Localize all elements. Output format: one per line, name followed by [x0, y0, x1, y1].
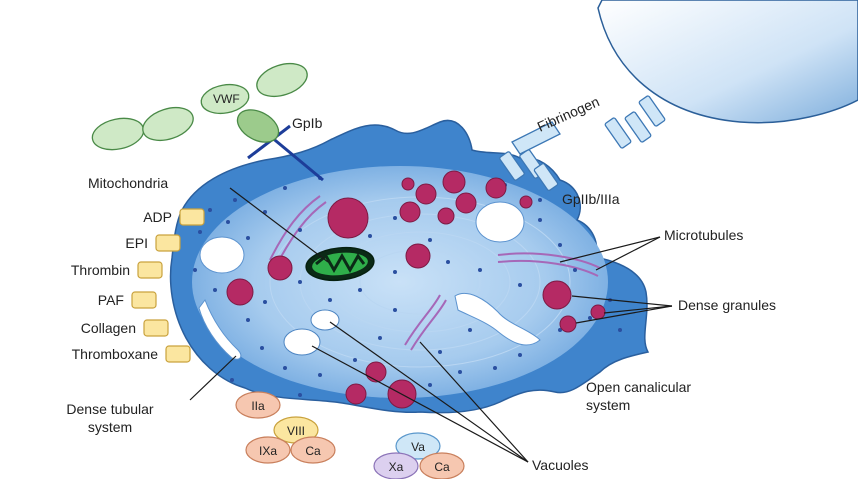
receptor-labels: ADP EPI Thrombin PAF Collagen Thromboxan…: [71, 209, 172, 362]
vwf-label: VWF: [213, 92, 240, 106]
vwf-molecule: [89, 58, 311, 154]
fibrinogen-label: Fibrinogen: [535, 93, 602, 135]
factor-label: Ca: [434, 460, 450, 474]
factor-label: VIII: [287, 424, 305, 438]
receptor-label: Thrombin: [71, 262, 130, 278]
vessel-wall: [598, 0, 858, 123]
receptor-tab-epi: [156, 235, 180, 251]
receptor-label: Collagen: [81, 320, 136, 336]
open-canalicular-label-line2: system: [586, 397, 630, 413]
receptor-tab-paf: [132, 292, 156, 308]
factor-label: Xa: [389, 460, 404, 474]
receptor-label: Thromboxane: [72, 346, 159, 362]
factor-label: Va: [411, 440, 425, 454]
receptor-tab-thrombin: [138, 262, 162, 278]
receptor-label: PAF: [98, 292, 124, 308]
receptor-tab-thromboxane: [166, 346, 190, 362]
factor-label: IIa: [251, 399, 265, 413]
gpib-label: GpIb: [292, 115, 323, 131]
factor-label: Ca: [305, 444, 321, 458]
microtubules-label: Microtubules: [664, 227, 743, 243]
dense-tubular-label-line2: system: [88, 419, 132, 435]
receptor-tab-collagen: [144, 320, 168, 336]
factor-label: IXa: [259, 444, 277, 458]
dense-granules-label: Dense granules: [678, 297, 776, 313]
vacuoles-label: Vacuoles: [532, 457, 589, 473]
gpiib-iiia-label: GpIIb/IIIa: [562, 191, 620, 207]
receptor-tab-adp: [180, 209, 204, 225]
dense-tubular-label-line1: Dense tubular: [66, 401, 154, 417]
mitochondria-label: Mitochondria: [88, 175, 168, 191]
receptor-label: ADP: [143, 209, 172, 225]
receptor-label: EPI: [125, 235, 148, 251]
platelet-inner: [192, 166, 608, 398]
open-canalicular-label-line1: Open canalicular: [586, 379, 691, 395]
